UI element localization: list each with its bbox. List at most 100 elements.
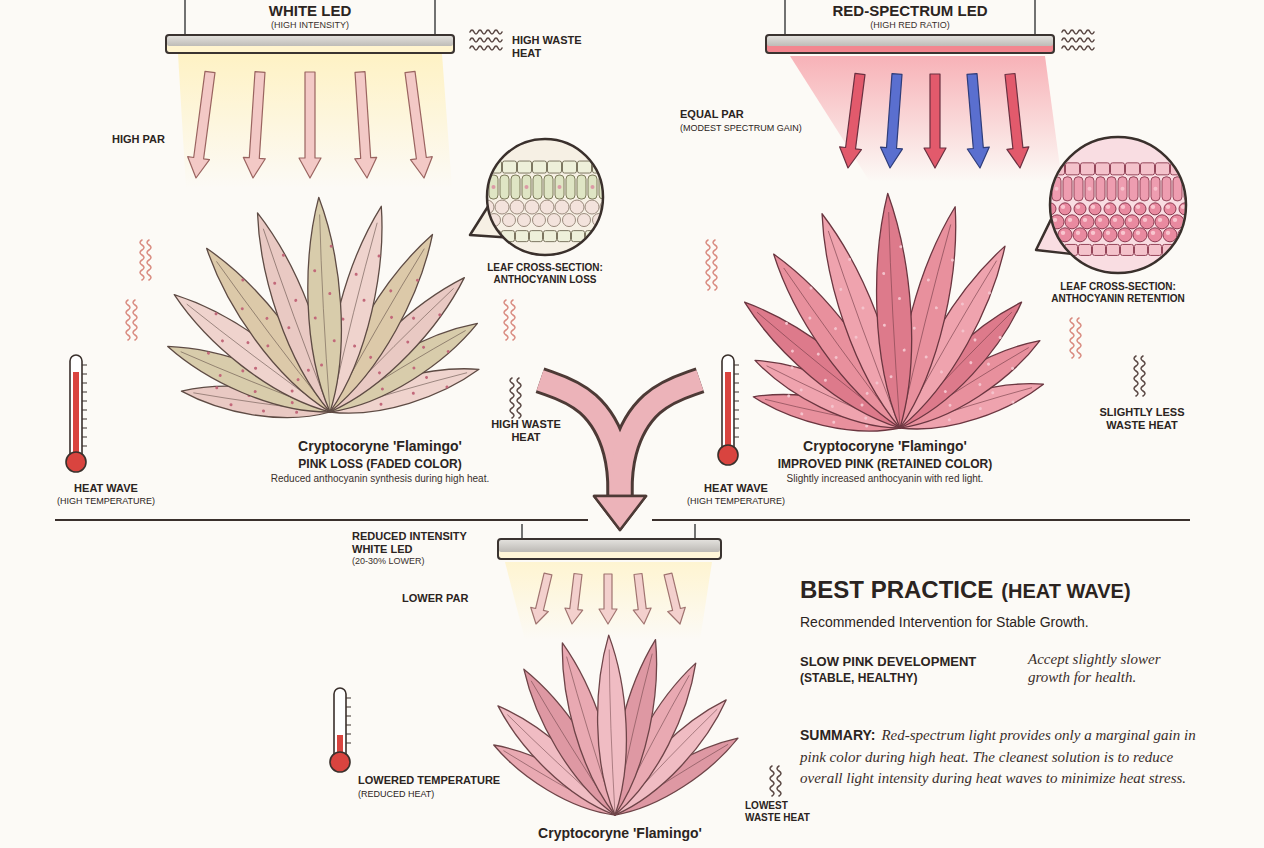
light-glow [178, 54, 452, 188]
leaf-blade [303, 196, 347, 412]
par-label: EQUAL PAR [680, 108, 850, 121]
plant-figure: Cryptocoryne 'Flamingo'PINK LOSS (FADED … [220, 190, 540, 485]
pigment-highlight [1173, 218, 1177, 222]
leaf-spot [380, 387, 384, 391]
leaf-spot [809, 286, 813, 290]
thermometer-tick [82, 365, 87, 366]
heat-wave [713, 240, 717, 290]
outcome-note: (STABLE, HEALTHY) [800, 671, 1020, 685]
leaf [303, 196, 347, 412]
leaf-spot [991, 391, 995, 395]
thermometer-tick [82, 374, 87, 375]
light-arrow [299, 72, 321, 178]
hanging-wire [694, 524, 696, 539]
panel-heading: BEST PRACTICE(HEAT WAVE) [800, 576, 1250, 605]
leaf [871, 192, 917, 428]
light-arrow [599, 574, 617, 624]
leaf-spot [889, 375, 892, 378]
heat-wave [147, 240, 151, 280]
pigment-highlight [1061, 205, 1065, 209]
pigment-dot [591, 185, 595, 189]
epidermis-cell [1126, 163, 1140, 175]
leaf-spot [961, 329, 965, 333]
spongy-cell [585, 200, 599, 214]
thermometer-tube [722, 355, 734, 455]
leaf-spot [377, 371, 381, 375]
lamp-fixture: WHITE LED(HIGH INTENSITY) [160, 2, 460, 54]
connector-outline [620, 380, 700, 501]
thermometer-tick [346, 743, 351, 744]
heat-wave [470, 46, 502, 50]
leaf-spot [438, 313, 442, 317]
epidermis-cell [1107, 244, 1120, 255]
leaf-spot [241, 278, 245, 282]
lamp-subheading: (20-30% LOWER) [352, 556, 490, 567]
epidermis-cell [516, 231, 529, 242]
leaf-spot [875, 381, 879, 385]
panel-title: BEST PRACTICE [800, 576, 993, 603]
hanging-wire [184, 0, 186, 35]
spongy-cell [1110, 215, 1124, 229]
spongy-cell [1149, 203, 1161, 215]
thermometer-tick [82, 401, 87, 402]
leaf-spot [790, 349, 794, 353]
light-arrow [1005, 74, 1029, 169]
epidermis-cell [600, 231, 613, 242]
leaf-spot [262, 409, 265, 412]
plant-illustration [162, 196, 485, 425]
leaf-spot [422, 345, 426, 349]
spongy-cell [1185, 215, 1199, 229]
leaf-spot [1010, 366, 1014, 370]
epidermis-cell [1081, 163, 1095, 175]
spongy-cell [1164, 203, 1176, 215]
spongy-cell [503, 214, 516, 227]
spongy-cell [1119, 203, 1131, 215]
leaf-spot [314, 316, 317, 319]
pigment-highlight [1136, 231, 1140, 235]
spongy-cell [570, 200, 584, 214]
leaf-spot [860, 403, 864, 407]
thermometer-tick [734, 428, 739, 429]
hanging-wire [434, 0, 436, 35]
leaf-spot [281, 253, 285, 257]
outcome-heading: SLOW PINK DEVELOPMENT [800, 654, 1020, 670]
connector-outline-layer [540, 380, 700, 501]
leaf-spot [415, 278, 419, 282]
thermometer [330, 688, 351, 772]
pigment-highlight [1098, 218, 1102, 222]
spongy-cell [1148, 228, 1162, 242]
heat-note: LOWEST WASTE HEAT [745, 800, 815, 824]
pigment-highlight [1091, 231, 1095, 235]
arrowhead-group [594, 496, 646, 530]
thermometer-tick [734, 383, 739, 384]
leaf-spot [927, 278, 931, 282]
leaf-spot [1011, 400, 1015, 404]
temp-note: (REDUCED HEAT) [358, 789, 508, 800]
panel-subtitle: Recommended Intervention for Stable Grow… [800, 614, 1240, 631]
palisade-cell [500, 175, 509, 199]
thermometer-bulb [718, 445, 738, 465]
palisade-cell [1063, 177, 1072, 201]
leaf-spot [446, 349, 450, 353]
spongy-cell [578, 214, 591, 227]
palisade-cell [511, 175, 520, 199]
temp-label: LOWERED TEMPERATURE [358, 774, 508, 787]
leaf-spot [943, 389, 947, 393]
thermometer [66, 355, 87, 472]
temp-note: (HIGH TEMPERATURE) [46, 496, 166, 507]
leaf-spot [947, 418, 951, 422]
leaf-spot [265, 316, 269, 320]
pigment-highlight [1166, 231, 1170, 235]
thermometer-tube [70, 355, 82, 462]
leaf-spot [978, 407, 982, 411]
heat-wave [1062, 38, 1094, 42]
light-arrow [840, 73, 865, 168]
heat-wave [504, 300, 508, 340]
pigment-highlight [1068, 218, 1072, 222]
leaf-spot [379, 402, 383, 406]
leaf-spot [354, 273, 358, 277]
palisade-cell [522, 175, 531, 199]
callout-circle [1032, 132, 1204, 278]
leaf-spot [389, 289, 393, 293]
leaf-spot [998, 335, 1002, 339]
